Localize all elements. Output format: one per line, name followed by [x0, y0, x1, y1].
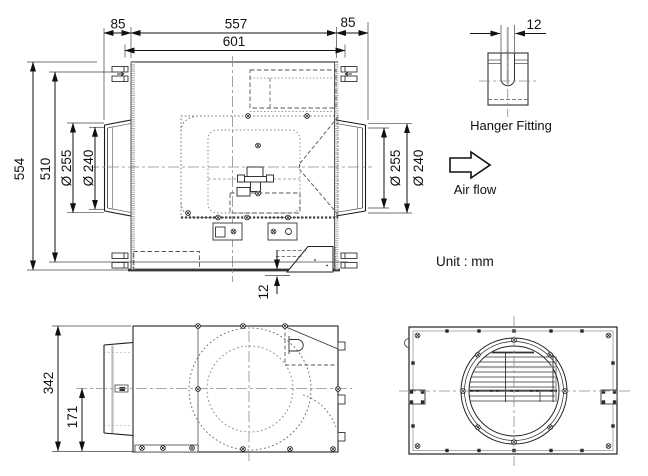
right-duct [335, 119, 367, 217]
dim-hanger-pitch-label: 510 [38, 158, 53, 181]
hanger-bracket-top-left [111, 66, 129, 82]
dim-overall-width-label: 601 [223, 34, 246, 49]
side-duct [103, 341, 134, 437]
dim-left-outer-dia-label: Ø 255 [59, 150, 74, 187]
bottom-left-hidden-box [133, 251, 200, 270]
dim-right-outer-dia-label: Ø 255 [388, 150, 403, 187]
dim-duct-left-label: 85 [110, 17, 125, 32]
front-hanger-bump [404, 338, 410, 348]
side-brackets [408, 389, 618, 405]
outlet-tabs [337, 341, 346, 442]
plan-view-dimensions: 85 557 85 601 554 510 Ø 255 Ø 240 Ø 255 … [12, 15, 426, 300]
airflow-arrow-icon [449, 150, 492, 180]
hanger-fitting-caption: Hanger Fitting [470, 118, 552, 133]
plan-view [88, 56, 372, 282]
mounting-rail [134, 444, 199, 453]
hanger-bracket-bottom-right [340, 252, 358, 269]
unit-note: Unit : mm [436, 254, 494, 269]
left-duct [103, 119, 132, 217]
dim-left-inner-dia-label: Ø 240 [81, 150, 96, 187]
airflow-symbol: Air flow [449, 150, 497, 197]
mounting-feet [212, 222, 298, 241]
control-box-hidden [249, 69, 337, 112]
terminal-cover [276, 246, 336, 273]
airflow-caption: Air flow [454, 182, 497, 197]
hanger-bracket-bottom-left [111, 252, 129, 269]
scroll-housing-circle [188, 327, 312, 451]
dim-right-inner-dia-label: Ø 240 [411, 150, 426, 187]
dim-axis-height-label: 171 [65, 406, 80, 429]
dim-overall-height-label: 342 [41, 372, 56, 395]
dim-body-width-label: 557 [225, 17, 248, 32]
motor-detail [236, 166, 274, 197]
side-notch [284, 326, 339, 366]
dim-overall-depth-label: 554 [12, 157, 27, 180]
side-view: 342 171 [41, 323, 352, 461]
dim-bottom-offset-label: 12 [256, 284, 271, 299]
hanger-slot-width-label: 12 [526, 17, 541, 32]
hanger-fitting-detail: 12 Hanger Fitting [470, 17, 552, 133]
front-view [399, 316, 633, 466]
hanger-bracket-top-right [340, 66, 358, 82]
dim-duct-right-label: 85 [340, 15, 355, 30]
